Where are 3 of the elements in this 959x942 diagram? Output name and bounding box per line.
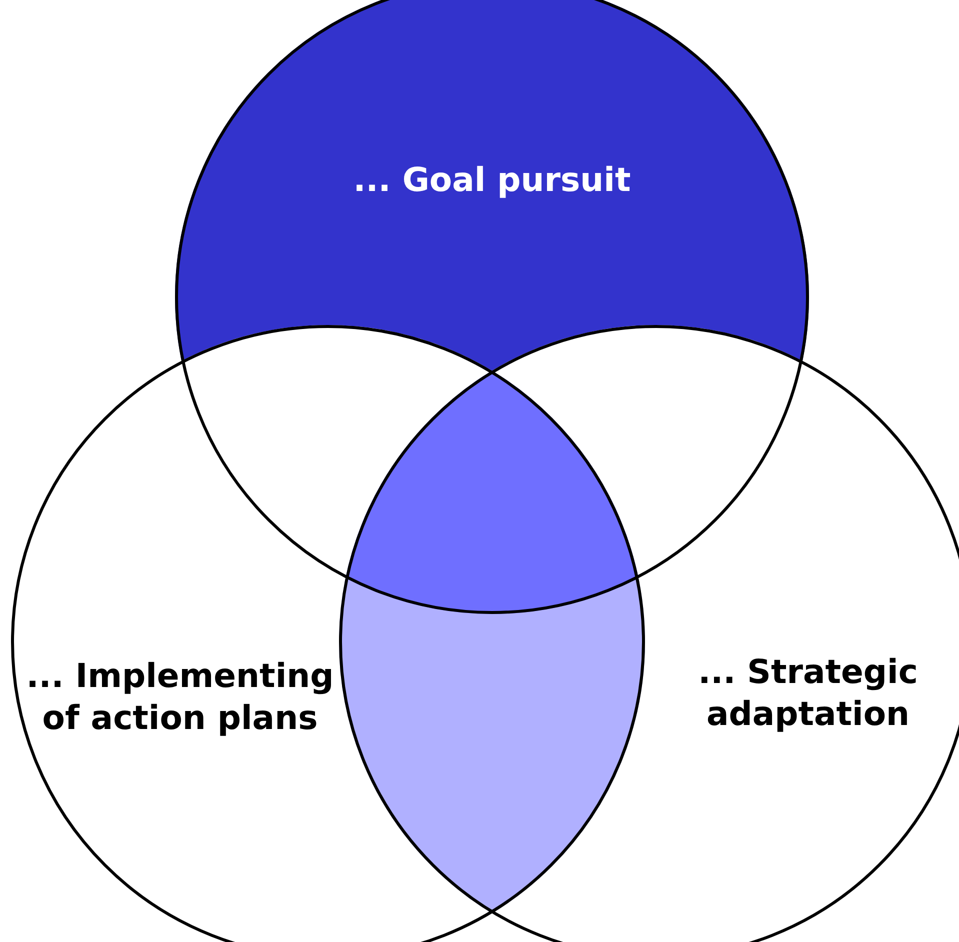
circle-label: ... Implementing of action plans <box>25 655 335 739</box>
circle-label: ... Goal pursuit <box>352 159 632 201</box>
circle-label: ... Strategic adaptation <box>697 651 919 735</box>
